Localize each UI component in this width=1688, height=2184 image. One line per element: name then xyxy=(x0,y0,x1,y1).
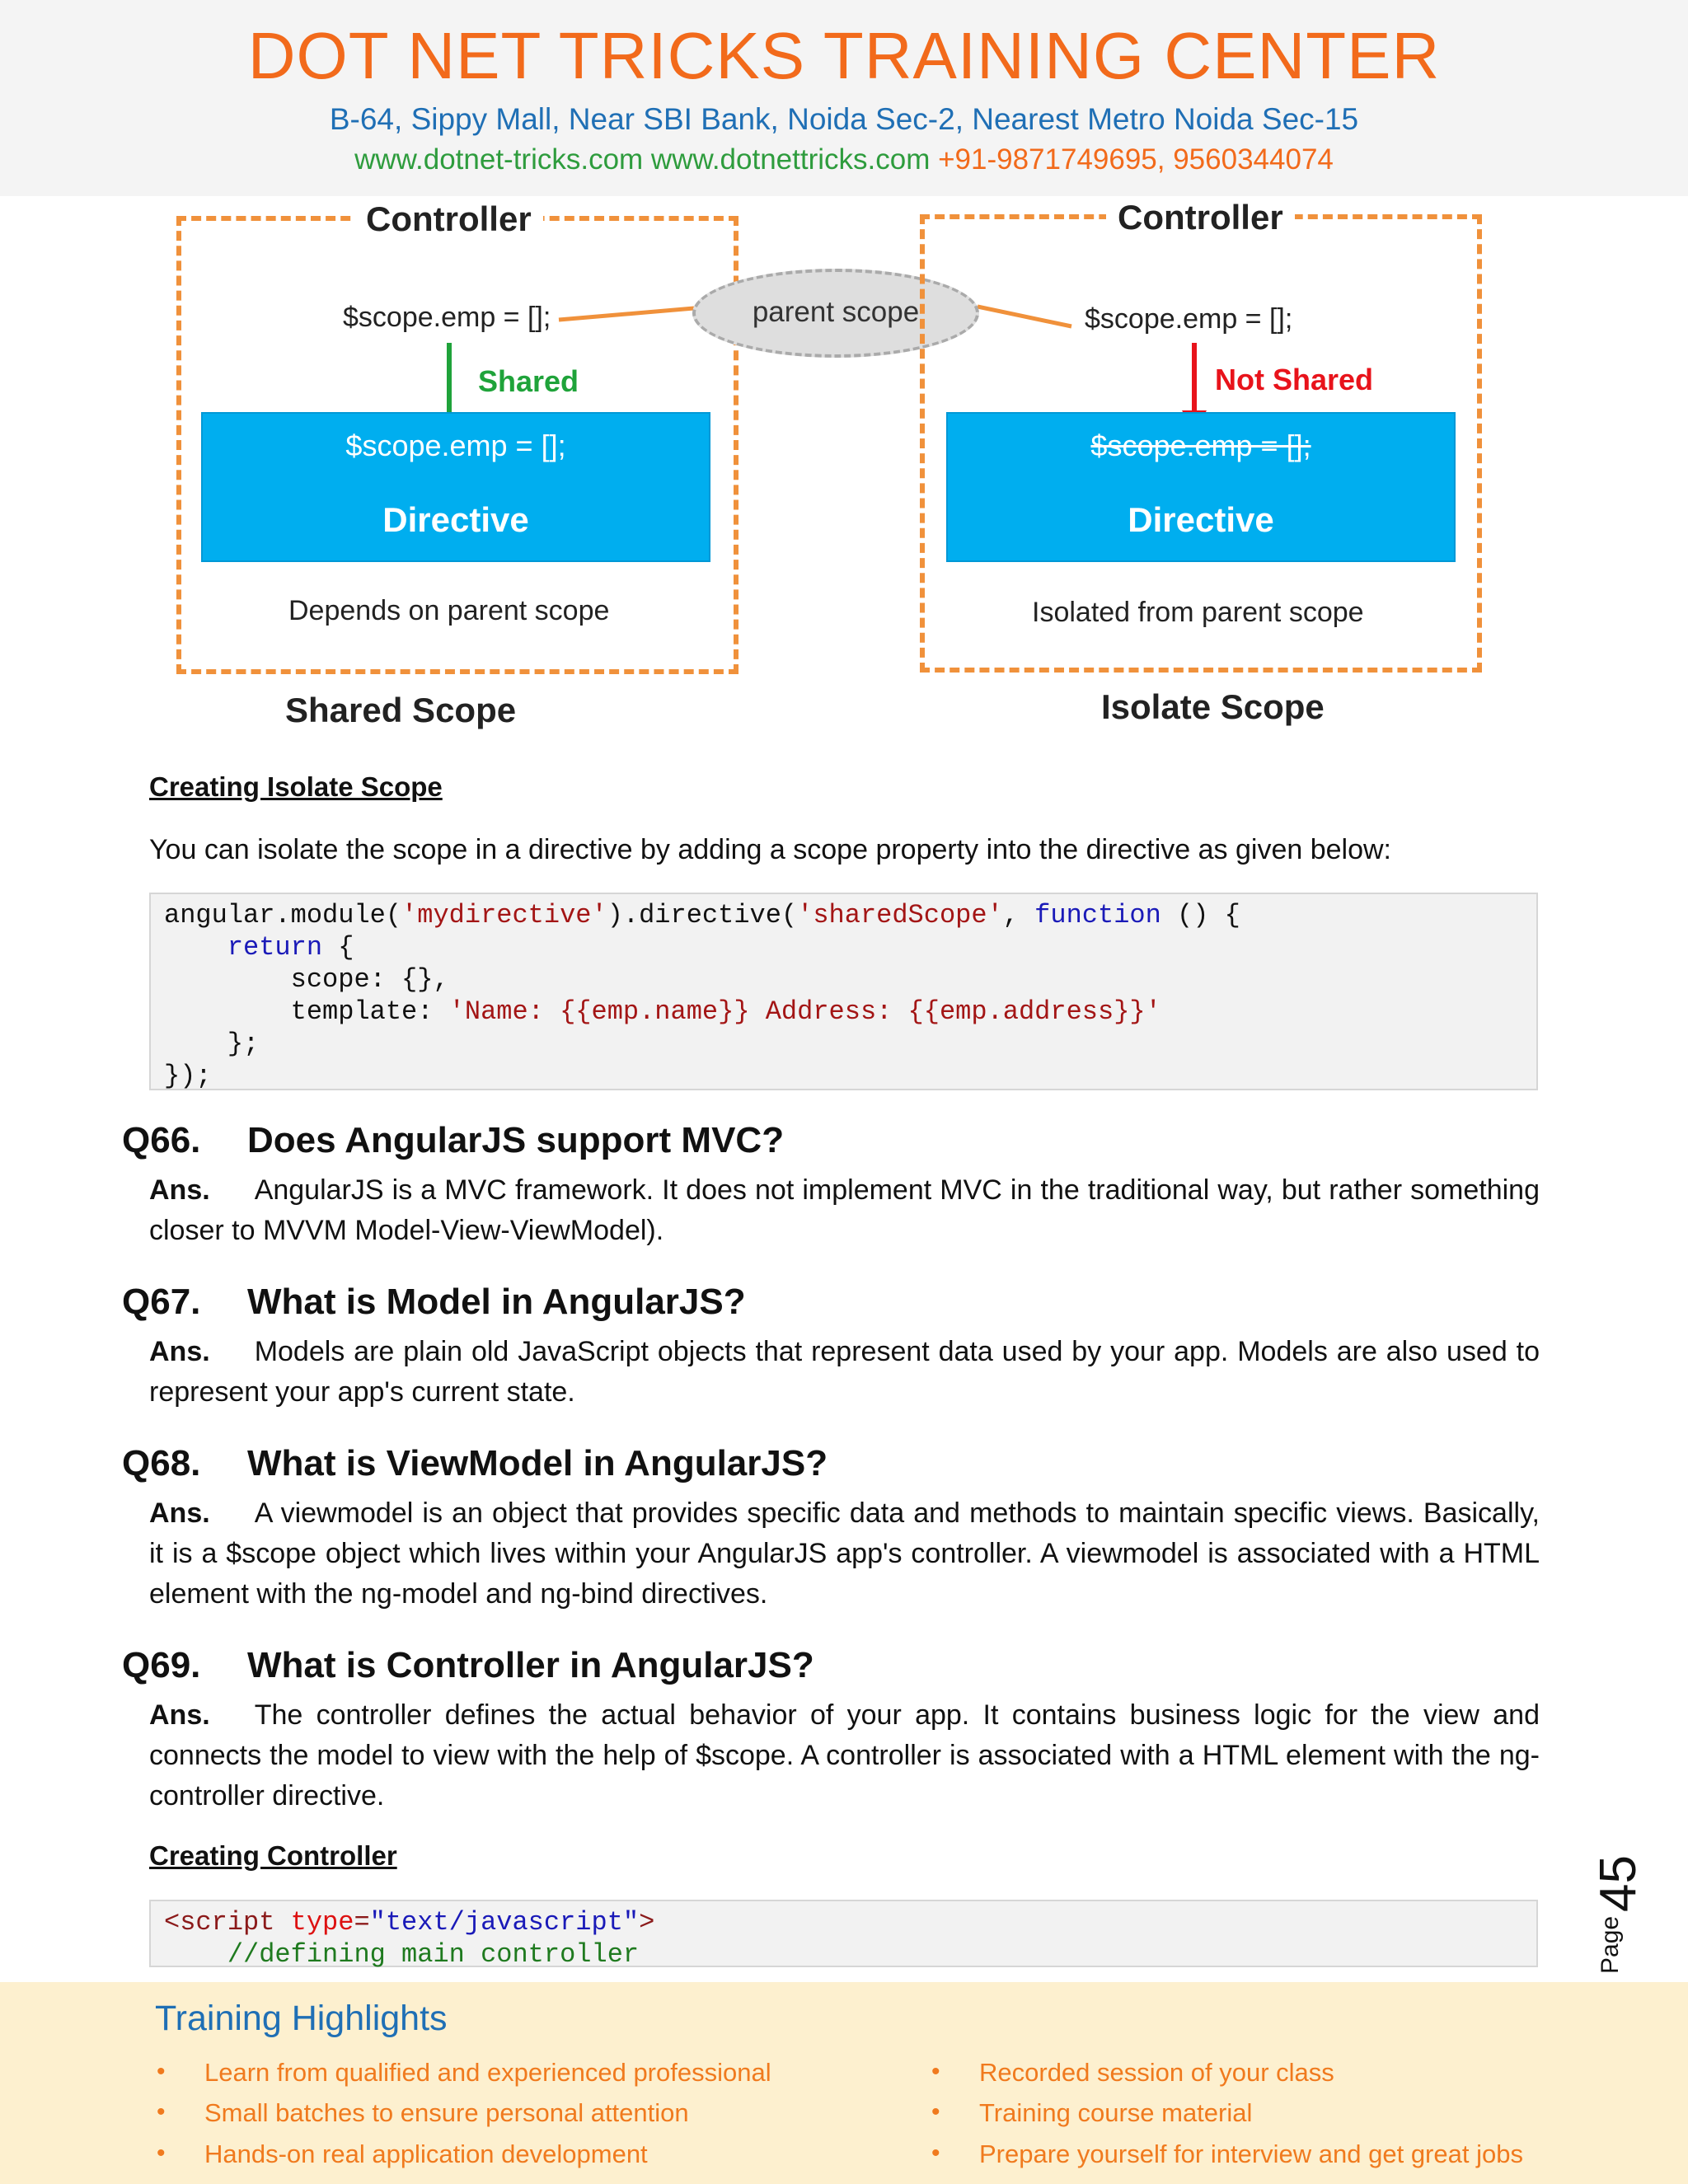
shared-label: Shared xyxy=(478,364,579,398)
scope-diagram: Controller $scope.emp = []; Shared $scop… xyxy=(0,196,1688,757)
institute-address: B-64, Sippy Mall, Near SBI Bank, Noida S… xyxy=(329,102,1359,136)
institute-title: DOT NET TRICKS TRAINING CENTER xyxy=(247,19,1441,92)
highlight-item: •Recorded session of your class xyxy=(931,2058,1334,2087)
left-directive-code: $scope.emp = []; xyxy=(345,429,566,462)
right-controller-label: Controller xyxy=(1106,198,1295,237)
letterhead: DOT NET TRICKS TRAINING CENTER B-64, Sip… xyxy=(0,0,1688,196)
section-intro: You can isolate the scope in a directive… xyxy=(149,834,1392,865)
answer-68: Ans.A viewmodel is an object that provid… xyxy=(149,1497,1540,1610)
question-title: What is Model in AngularJS? xyxy=(247,1282,746,1322)
question-number: Q66. xyxy=(122,1120,201,1160)
left-controller-label: Controller xyxy=(354,199,543,239)
code-block-directive: angular.module('mydirective').directive(… xyxy=(149,893,1538,1091)
parent-scope-oval: parent scope xyxy=(692,269,979,358)
not-shared-label: Not Shared xyxy=(1215,363,1374,396)
left-scope-note: Depends on parent scope xyxy=(288,595,610,626)
right-directive-code-struck: $scope.emp = []; xyxy=(1090,429,1311,462)
section-heading-creating-controller: Creating Controller xyxy=(149,1840,397,1871)
right-connector-line xyxy=(977,304,1072,329)
highlight-item: •Small batches to ensure personal attent… xyxy=(157,2098,689,2127)
right-directive-box: $scope.emp = []; Directive xyxy=(946,412,1456,562)
highlight-item: •Hands-on real application development xyxy=(157,2139,648,2168)
question-number: Q69. xyxy=(122,1645,201,1685)
question-title: What is Controller in AngularJS? xyxy=(247,1645,814,1685)
right-directive-label: Directive xyxy=(1128,500,1274,539)
page-label: Page xyxy=(1597,1915,1624,1974)
left-directive-label: Directive xyxy=(382,500,529,539)
page-number: 45 xyxy=(1590,1855,1647,1912)
answer-69: Ans.The controller defines the actual be… xyxy=(149,1699,1540,1811)
answer-67: Ans.Models are plain old JavaScript obje… xyxy=(149,1336,1540,1408)
isolate-scope-caption: Isolate Scope xyxy=(1101,687,1325,726)
left-controller-code: $scope.emp = []; xyxy=(343,302,551,333)
left-connector-line xyxy=(558,306,695,322)
highlight-item: •Training course material xyxy=(931,2098,1253,2127)
right-scope-note: Isolated from parent scope xyxy=(1032,597,1364,628)
question-title: What is ViewModel in AngularJS? xyxy=(247,1443,828,1483)
highlight-item: •Learn from qualified and experienced pr… xyxy=(157,2058,771,2087)
question-number: Q68. xyxy=(122,1443,201,1483)
highlight-item: •Prepare yourself for interview and get … xyxy=(931,2139,1523,2168)
question-title: Does AngularJS support MVC? xyxy=(247,1120,785,1160)
code-block-controller: <script type="text/javascript"> //defini… xyxy=(149,1900,1538,1970)
left-directive-box: $scope.emp = []; Directive xyxy=(201,412,710,562)
right-controller-code: $scope.emp = []; xyxy=(1085,303,1293,335)
footer-title: Training Highlights xyxy=(155,1999,448,2038)
phone-numbers: +91-9871749695, 9560344074 xyxy=(938,143,1334,176)
training-highlights-footer: Training Highlights •Learn from qualifie… xyxy=(0,1982,1688,2184)
contact-line: www.dotnet-tricks.com www.dotnettricks.c… xyxy=(0,143,1688,176)
website-links[interactable]: www.dotnet-tricks.com www.dotnettricks.c… xyxy=(354,143,931,176)
answer-66: Ans.AngularJS is a MVC framework. It doe… xyxy=(149,1174,1540,1246)
shared-scope-caption: Shared Scope xyxy=(285,691,517,729)
question-number: Q67. xyxy=(122,1282,201,1322)
section-heading-isolate-scope: Creating Isolate Scope xyxy=(149,771,443,802)
